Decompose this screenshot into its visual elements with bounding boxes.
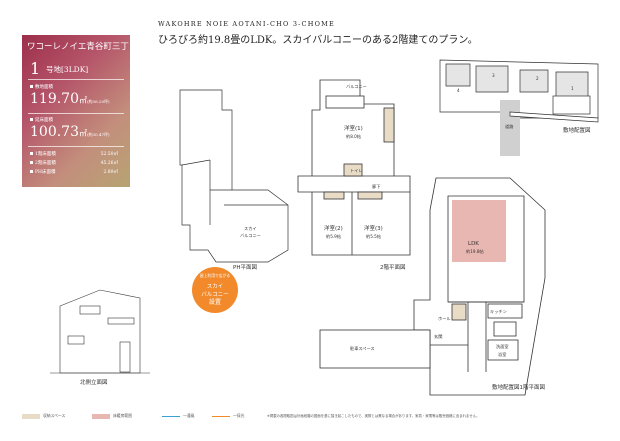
floor-heating-swatch bbox=[92, 413, 110, 419]
parking-label: 駐車スペース bbox=[350, 345, 375, 352]
ldk-size: 約19.8帖 bbox=[466, 248, 484, 255]
road-label: 道路 bbox=[505, 123, 514, 130]
lighting-line-icon bbox=[212, 415, 230, 417]
room1-size: 約8.0帖 bbox=[346, 133, 361, 140]
lot-2-label: 2 bbox=[536, 76, 539, 81]
legend-storage: 収納スペース bbox=[22, 413, 65, 419]
floor-area-label: 延床面積 bbox=[30, 117, 53, 123]
lot-layout: 号地[3LDK] bbox=[46, 65, 89, 74]
entrance-label: 玄関 bbox=[434, 333, 442, 340]
divider bbox=[28, 79, 124, 80]
floor1-plan bbox=[319, 177, 546, 396]
land-area-value: 119.70㎡(約36.20坪) bbox=[30, 91, 110, 107]
ph-plan bbox=[179, 89, 289, 263]
floor-area-value: 100.73㎡(約30.47坪) bbox=[30, 124, 110, 140]
badge-line2: スカイ バルコニー bbox=[201, 284, 229, 298]
floor1-caption: 敷地配置図1階平面図 bbox=[492, 385, 545, 391]
floor2-caption: 2階平面図 bbox=[380, 265, 406, 271]
lot-1-label: 1 bbox=[571, 86, 574, 91]
legend-floor-heating: 床暖房範囲 bbox=[92, 413, 132, 419]
property-info-panel: ワコーレノイエ青谷町三丁目 1 号地[3LDK] 敷地面積 119.70㎡(約3… bbox=[22, 35, 137, 187]
bath-label: 浴室 bbox=[498, 351, 506, 358]
lot-4-label: 4 bbox=[457, 88, 460, 93]
elevation-caption: 北側立面図 bbox=[80, 380, 108, 386]
lot-3-label: 3 bbox=[492, 73, 495, 78]
room2-size: 約5.9帖 bbox=[326, 233, 341, 240]
kitchen-label: キッチン bbox=[490, 309, 507, 314]
property-name: ワコーレノイエ青谷町三丁目 bbox=[27, 42, 138, 52]
lot-number: 1 bbox=[30, 59, 41, 78]
ph-balcony-label: スカイ bbox=[244, 226, 257, 232]
ldk-label: LDK bbox=[468, 241, 479, 247]
sky-balcony-badge: 屋上利用で広がる スカイ バルコニー 設置 bbox=[192, 267, 238, 313]
storage-swatch bbox=[22, 413, 40, 419]
floor2-balcony-label: バルコニー bbox=[346, 84, 367, 89]
headline: ひろびろ約19.8畳のLDK。スカイバルコニーのある2階建てのプラン。 bbox=[158, 35, 478, 46]
ventilation-line-icon bbox=[162, 415, 180, 417]
land-area-label: 敷地面積 bbox=[30, 84, 53, 90]
site-caption: 敷地配置図 bbox=[563, 128, 591, 134]
room2-label: 洋室(2) bbox=[324, 224, 343, 232]
hall-label: ホール bbox=[438, 316, 451, 321]
legend-ventilation: 一通風 bbox=[162, 413, 194, 419]
corridor-label: 廊下 bbox=[372, 183, 380, 190]
floor2-plan bbox=[297, 79, 411, 256]
room3-label: 洋室(3) bbox=[364, 224, 383, 232]
badge-line1: 屋上利用で広がる bbox=[199, 273, 231, 278]
subtitle: WAKOHRE NOIE AOTANI-CHO 3-CHOME bbox=[158, 20, 335, 28]
room3-size: 約5.5帖 bbox=[366, 233, 381, 240]
badge-line3: 設置 bbox=[208, 299, 221, 306]
site-plan bbox=[439, 59, 599, 156]
legend-lighting: 一採光 bbox=[212, 413, 244, 419]
ph-balcony-label-2: バルコニー bbox=[240, 233, 261, 238]
north-elevation bbox=[50, 289, 150, 374]
divider bbox=[28, 113, 124, 114]
washroom-label: 洗面室 bbox=[496, 343, 509, 350]
room1-label: 洋室(1) bbox=[344, 124, 363, 132]
divider bbox=[28, 146, 124, 147]
toilet-label: トイレ bbox=[350, 168, 363, 173]
ph-caption: PH平面図 bbox=[233, 265, 257, 271]
legend-note: ※掲載の各間取図は計画段階の図面を基に描き起こしたもので、実際とは異なる場合があ… bbox=[267, 414, 480, 418]
